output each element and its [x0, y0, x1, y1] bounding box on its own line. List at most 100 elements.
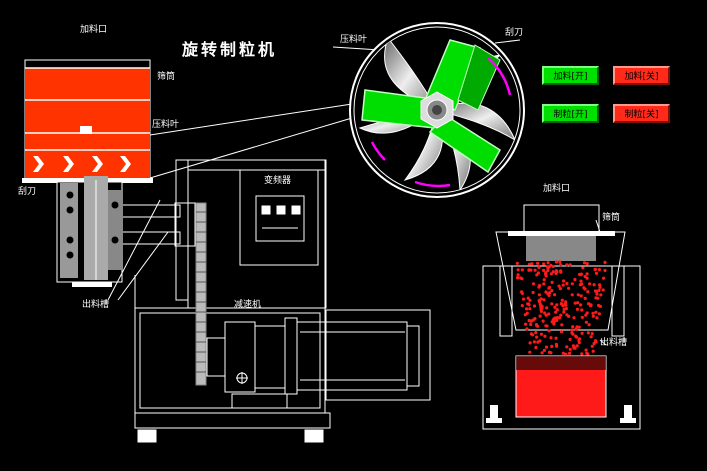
granule	[554, 260, 559, 264]
granule	[584, 313, 588, 317]
granule	[550, 302, 554, 306]
granule	[589, 304, 593, 308]
granule	[557, 316, 562, 320]
granule	[535, 335, 539, 339]
granule	[542, 262, 546, 266]
granule	[550, 344, 554, 348]
granule	[568, 337, 572, 341]
feed-on-button[interactable]: 加料[开]	[542, 66, 599, 85]
granule	[573, 346, 577, 350]
reducer-label: 减速机	[234, 300, 262, 310]
granule	[542, 348, 547, 352]
granule	[516, 276, 520, 280]
granule	[558, 260, 562, 264]
granule	[586, 352, 590, 356]
granule	[557, 284, 561, 288]
granule	[544, 313, 548, 317]
granule	[589, 335, 593, 339]
granule	[532, 340, 537, 344]
granule	[528, 307, 532, 311]
granulate-off-button[interactable]: 制粒[关]	[613, 104, 670, 123]
granule	[578, 272, 582, 277]
granule	[527, 302, 531, 306]
granule	[515, 261, 519, 265]
granule	[564, 300, 568, 304]
granule	[594, 271, 599, 275]
granule	[528, 341, 532, 345]
granule	[577, 341, 581, 345]
scraper-label-zoom: 刮刀	[505, 28, 524, 38]
granule	[573, 301, 577, 305]
granule	[526, 296, 530, 300]
press-blade-label-left: 压料叶	[152, 120, 180, 130]
granule	[594, 296, 598, 300]
scraper-label-left: 刮刀	[18, 187, 37, 197]
granule	[586, 290, 590, 294]
granule	[579, 279, 583, 283]
granule	[567, 286, 571, 290]
granule	[547, 312, 551, 316]
granule	[563, 302, 568, 306]
granule	[520, 304, 524, 308]
granule	[520, 268, 524, 272]
granule	[527, 262, 532, 266]
granule	[576, 301, 580, 305]
granule	[584, 320, 589, 324]
granule	[560, 298, 564, 302]
granule	[545, 324, 549, 328]
granule	[538, 339, 542, 343]
granule	[570, 293, 574, 297]
granule	[598, 304, 603, 308]
granule	[547, 329, 551, 333]
inverter-label: 变频器	[264, 176, 292, 186]
granule	[555, 318, 559, 322]
granule	[527, 318, 531, 323]
granule	[598, 285, 602, 289]
granule	[519, 276, 523, 280]
granule	[560, 323, 564, 327]
granule	[559, 263, 563, 267]
granule	[571, 325, 575, 329]
granule	[525, 311, 529, 315]
granule	[544, 272, 548, 276]
granule	[547, 286, 551, 290]
granule	[531, 333, 535, 337]
granule	[580, 315, 584, 319]
rotor-arrows	[33, 156, 131, 172]
granule	[583, 296, 587, 300]
granule	[579, 303, 583, 307]
granule	[594, 310, 598, 314]
granule	[520, 291, 524, 295]
granule	[578, 283, 582, 287]
granule	[580, 331, 584, 335]
granule	[591, 349, 595, 353]
granule	[554, 269, 559, 273]
leader-lines	[107, 39, 521, 301]
granule	[585, 276, 589, 280]
feed-off-button[interactable]: 加料[关]	[613, 66, 670, 85]
granule	[592, 283, 596, 287]
granule	[593, 339, 598, 343]
granule	[525, 327, 529, 331]
granule	[540, 351, 544, 355]
granulate-on-button[interactable]: 制粒[开]	[542, 104, 599, 123]
granule	[565, 263, 569, 267]
granule	[554, 310, 558, 314]
granule	[553, 293, 557, 297]
granule	[602, 276, 606, 280]
granule	[540, 304, 544, 308]
granule	[558, 287, 563, 291]
granule	[550, 280, 554, 284]
granule	[603, 268, 607, 273]
granule	[539, 309, 544, 313]
screen-label-left: 筛筒	[157, 72, 176, 82]
granule	[544, 345, 549, 349]
granule	[531, 290, 535, 295]
granule	[568, 347, 572, 351]
feed-port-label-right: 加料口	[543, 184, 571, 194]
granule	[585, 262, 589, 266]
granule	[571, 344, 576, 348]
granule	[534, 331, 538, 335]
granule	[531, 282, 536, 286]
